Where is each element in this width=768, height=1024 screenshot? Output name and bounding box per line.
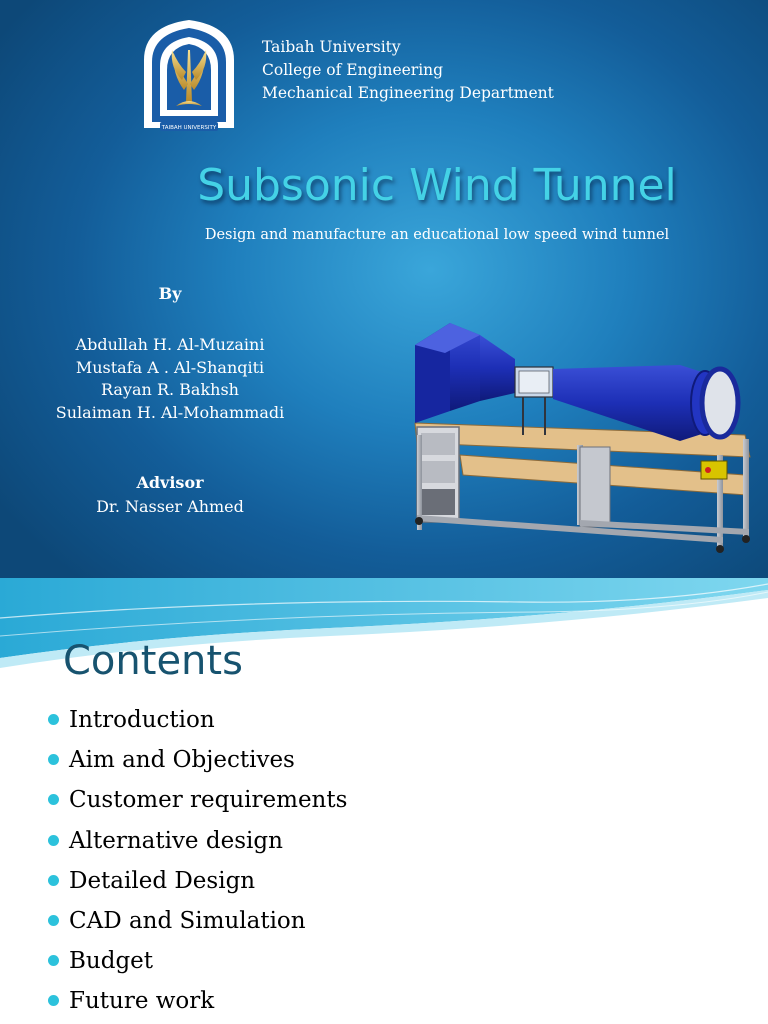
author-name: Sulaiman H. Al-Mohammadi: [55, 402, 285, 422]
contents-slide: Contents Introduction Aim and Objectives…: [0, 578, 768, 1024]
university-name: Taibah University: [262, 38, 401, 56]
list-item-label: Alternative design: [69, 827, 283, 854]
list-item-label: Future work: [69, 988, 215, 1015]
college-name: College of Engineering: [262, 61, 444, 79]
list-item: Budget: [48, 943, 347, 983]
department-name: Mechanical Engineering Department: [262, 84, 554, 102]
circle-bullet-icon: [48, 834, 59, 846]
list-item-label: Detailed Design: [69, 867, 256, 894]
university-logo: TAIBAH UNIVERSITY: [144, 20, 234, 131]
circle-bullet-icon: [48, 914, 59, 926]
circle-bullet-icon: [48, 955, 59, 967]
contents-list: Introduction Aim and Objectives Customer…: [48, 702, 347, 1024]
advisor-name: Dr. Nasser Ahmed: [96, 497, 244, 516]
circle-bullet-icon: [48, 995, 59, 1007]
title-slide: TAIBAH UNIVERSITY Taibah University Coll…: [0, 0, 768, 578]
list-item-label: Budget: [69, 948, 154, 975]
list-item-label: Introduction: [69, 707, 215, 733]
circle-bullet-icon: [48, 794, 59, 806]
list-item: Alternative design: [48, 823, 347, 863]
circle-bullet-icon: [48, 714, 59, 725]
header-wave: [0, 578, 768, 668]
list-item: Customer requirements: [48, 782, 347, 822]
institution-block: Taibah University College of Engineering…: [262, 36, 554, 105]
list-item: CAD and Simulation: [48, 903, 347, 943]
list-item-label: Customer requirements: [69, 787, 348, 814]
by-label: By: [158, 284, 182, 303]
slide-title: Subsonic Wind Tunnel: [197, 160, 677, 211]
author-name: Rayan R. Bakhsh: [101, 380, 239, 399]
author-name: Mustafa A . Al-Shanqiti: [75, 357, 265, 377]
list-item: Future work: [48, 983, 347, 1023]
author-name: Abdullah H. Al-Muzaini: [75, 335, 265, 354]
circle-bullet-icon: [48, 754, 59, 766]
advisor-label: Advisor: [136, 473, 204, 492]
circle-bullet-icon: [48, 874, 59, 886]
list-item-label: Aim and Objectives: [69, 747, 295, 774]
list-item: Introduction: [48, 702, 347, 742]
logo-text: TAIBAH UNIVERSITY: [161, 125, 217, 131]
author-list: Abdullah H. Al-Muzaini Mustafa A . Al-Sh…: [0, 334, 340, 424]
list-item: Detailed Design: [48, 863, 347, 903]
list-item-label: CAD and Simulation: [69, 907, 306, 934]
wind-tunnel-image: [414, 323, 751, 553]
contents-title: Contents: [63, 638, 243, 684]
list-item: Aim and Objectives: [48, 742, 347, 782]
slide-subtitle: Design and manufacture an educational lo…: [204, 227, 670, 243]
